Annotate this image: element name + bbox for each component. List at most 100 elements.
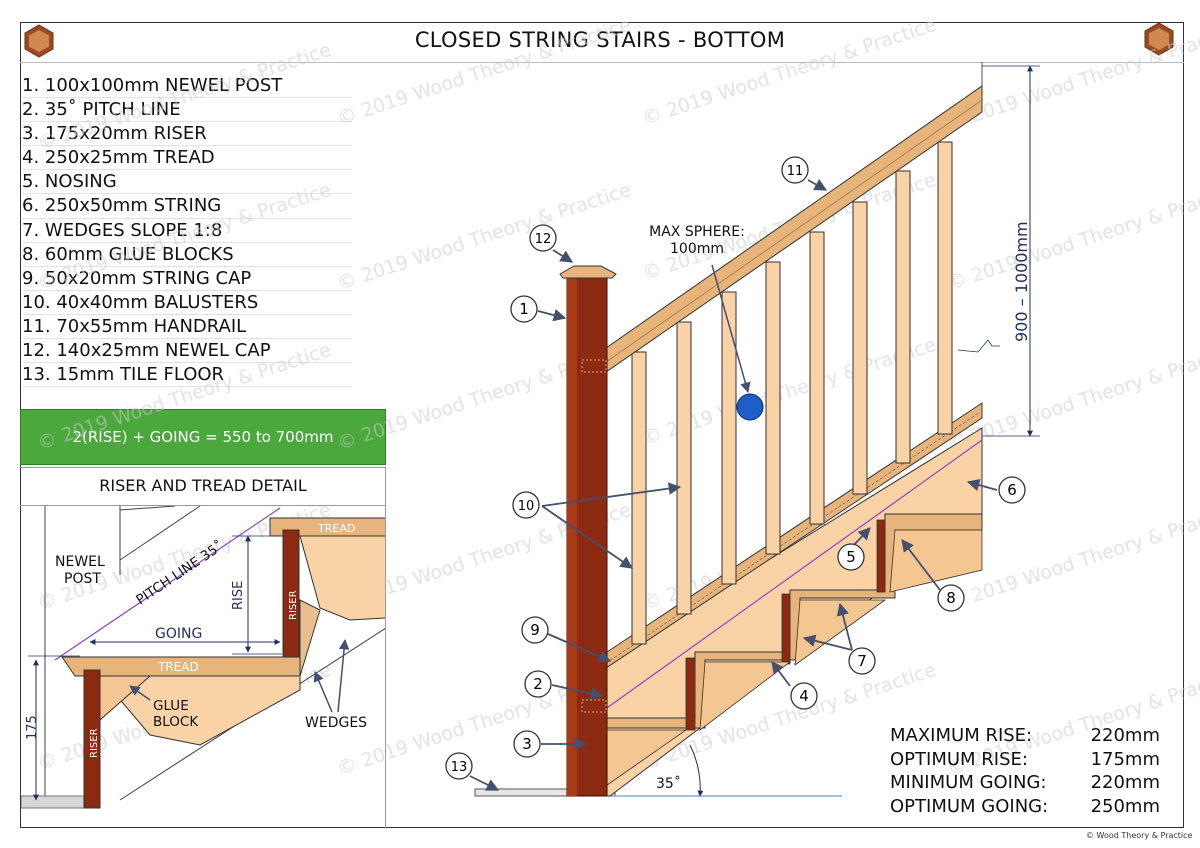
svg-text:12: 12 xyxy=(535,232,552,247)
svg-text:4: 4 xyxy=(799,687,809,705)
max-sphere xyxy=(736,393,764,421)
svg-text:8: 8 xyxy=(946,589,956,607)
parts-list-item: 5. NOSING xyxy=(22,170,352,195)
newel-post-label: NEWEL xyxy=(55,554,105,570)
callout-1: 1 xyxy=(510,295,538,323)
spec-row: OPTIMUM GOING: 250mm xyxy=(890,795,1160,819)
parts-list-item: 9. 50x20mm STRING CAP xyxy=(22,267,352,291)
watermark: © 2019 Wood Theory & Practice xyxy=(945,499,1200,615)
riser-label: RISER xyxy=(89,728,100,758)
glue-block-label: GLUE xyxy=(153,698,189,714)
riser xyxy=(685,657,696,731)
going-label: GOING xyxy=(155,626,202,642)
parts-list-item: 7. WEDGES SLOPE 1:8 xyxy=(22,219,352,243)
max-sphere-label: MAX SPHERE: xyxy=(649,224,745,240)
angle-label: 35˚ xyxy=(656,775,681,792)
copyright-notice: © Wood Theory & Practice xyxy=(1086,831,1193,840)
watermark: © 2019 Wood Theory & Practice xyxy=(35,39,334,155)
parts-list-item: 13. 15mm TILE FLOOR xyxy=(22,363,352,388)
page-title: CLOSED STRING STAIRS - BOTTOM xyxy=(414,28,786,52)
parts-list-item: 10. 40x40mm BALUSTERS xyxy=(22,291,352,315)
main-stair xyxy=(474,62,1040,797)
rise-label: RISE xyxy=(231,581,246,610)
svg-text:5: 5 xyxy=(846,548,856,566)
detail-title-divider xyxy=(20,505,386,506)
newel-cap xyxy=(559,265,617,279)
parts-list-item: 6. 250x50mm STRING xyxy=(22,194,352,219)
callout-5: 5 xyxy=(837,543,865,571)
riser-label: RISER xyxy=(288,590,299,620)
parts-list-item: 2. 35˚ PITCH LINE xyxy=(22,98,352,123)
formula-banner: 2(RISE) + GOING = 550 to 700mm xyxy=(20,409,386,465)
watermark: © 2019 Wood Theory & Practice xyxy=(335,14,634,130)
svg-text:9: 9 xyxy=(530,621,540,639)
detail-drawing xyxy=(21,506,385,809)
svg-text:1: 1 xyxy=(519,300,529,318)
max-sphere-label: 100mm xyxy=(670,241,724,257)
watermark: © 2019 Wood Theory & Practice xyxy=(945,179,1200,295)
callout-7: 7 xyxy=(848,647,876,675)
balusters xyxy=(631,141,953,645)
watermark: © 2019 Wood Theory & Practice xyxy=(640,14,939,130)
spec-value: 220mm xyxy=(1090,772,1160,793)
riser xyxy=(781,593,791,665)
logo-icon xyxy=(1144,22,1174,56)
spec-row: OPTIMUM RISE: 175mm xyxy=(890,748,1160,772)
spec-value: 220mm xyxy=(1090,725,1160,746)
parts-list-item: 12. 140x25mm NEWEL CAP xyxy=(22,339,352,364)
detail-title: RISER AND TREAD DETAIL xyxy=(99,476,307,495)
title-divider xyxy=(20,62,1184,63)
spec-label: MAXIMUM RISE: xyxy=(890,725,1033,746)
watermark: © 2019 Wood Theory & Practice xyxy=(945,19,1200,135)
callout-8: 8 xyxy=(937,584,965,612)
callout-3: 3 xyxy=(513,730,541,758)
spec-value: 175mm xyxy=(1090,748,1160,770)
newel-post-label: POST xyxy=(64,571,101,587)
sphere-leader xyxy=(711,264,751,394)
callout-4: 4 xyxy=(790,682,818,710)
spec-value: 250mm xyxy=(1090,795,1160,817)
svg-text:2: 2 xyxy=(533,675,543,693)
callout-9: 9 xyxy=(521,616,549,644)
angle-arc xyxy=(689,744,704,797)
tread-label: TREAD xyxy=(157,660,199,674)
svg-text:7: 7 xyxy=(857,652,867,670)
parts-list-item: 3. 175x20mm RISER xyxy=(22,122,352,147)
parts-list-item: 11. 70x55mm HANDRAIL xyxy=(22,315,352,340)
svg-text:13: 13 xyxy=(451,760,468,775)
tread-label: TREAD xyxy=(317,522,355,535)
parts-list-item: 8. 60mm GLUE BLOCKS xyxy=(22,243,352,267)
detail-panel xyxy=(20,467,386,828)
callout-11: 11 xyxy=(781,156,809,184)
callout-13: 13 xyxy=(445,752,473,780)
logo-icon xyxy=(24,24,54,58)
svg-text:3: 3 xyxy=(522,735,532,753)
svg-text:10: 10 xyxy=(518,499,535,514)
detail-leaders xyxy=(129,638,350,713)
callout-2: 2 xyxy=(524,670,552,698)
svg-text:11: 11 xyxy=(787,164,804,179)
parts-list-item: 4. 250x25mm TREAD xyxy=(22,146,352,171)
spec-label: OPTIMUM RISE: xyxy=(890,748,1028,770)
specs-table: MAXIMUM RISE: 220mm OPTIMUM RISE: 175mm MI… xyxy=(890,724,1160,818)
svg-text:6: 6 xyxy=(1007,481,1017,499)
spec-label: OPTIMUM GOING: xyxy=(890,795,1049,817)
glue-block-label: BLOCK xyxy=(153,714,199,730)
riser xyxy=(876,519,886,593)
detail-dimensions xyxy=(28,535,282,801)
wedges-label: WEDGES xyxy=(305,715,367,731)
callout-leaders xyxy=(469,178,998,791)
spec-row: MINIMUM GOING:220mm xyxy=(890,771,1160,795)
watermark: © 2019 Wood Theory & Practice xyxy=(35,179,334,295)
watermark: © 2019 Wood Theory & Practice xyxy=(35,339,334,455)
watermark: © 2019 Wood Theory & Practice xyxy=(945,339,1200,455)
pitch-line xyxy=(589,439,983,721)
spec-row: MAXIMUM RISE: 220mm xyxy=(890,724,1160,748)
parts-list: 1. 100x100mm NEWEL POST 2. 35˚ PITCH LIN… xyxy=(22,74,352,388)
formula-text: 2(RISE) + GOING = 550 to 700mm xyxy=(72,428,334,446)
parts-list-item: 1. 100x100mm NEWEL POST xyxy=(22,74,352,99)
dim-175-label: 175 xyxy=(25,715,40,740)
callout-12: 12 xyxy=(529,224,557,252)
callout-6: 6 xyxy=(998,476,1026,504)
